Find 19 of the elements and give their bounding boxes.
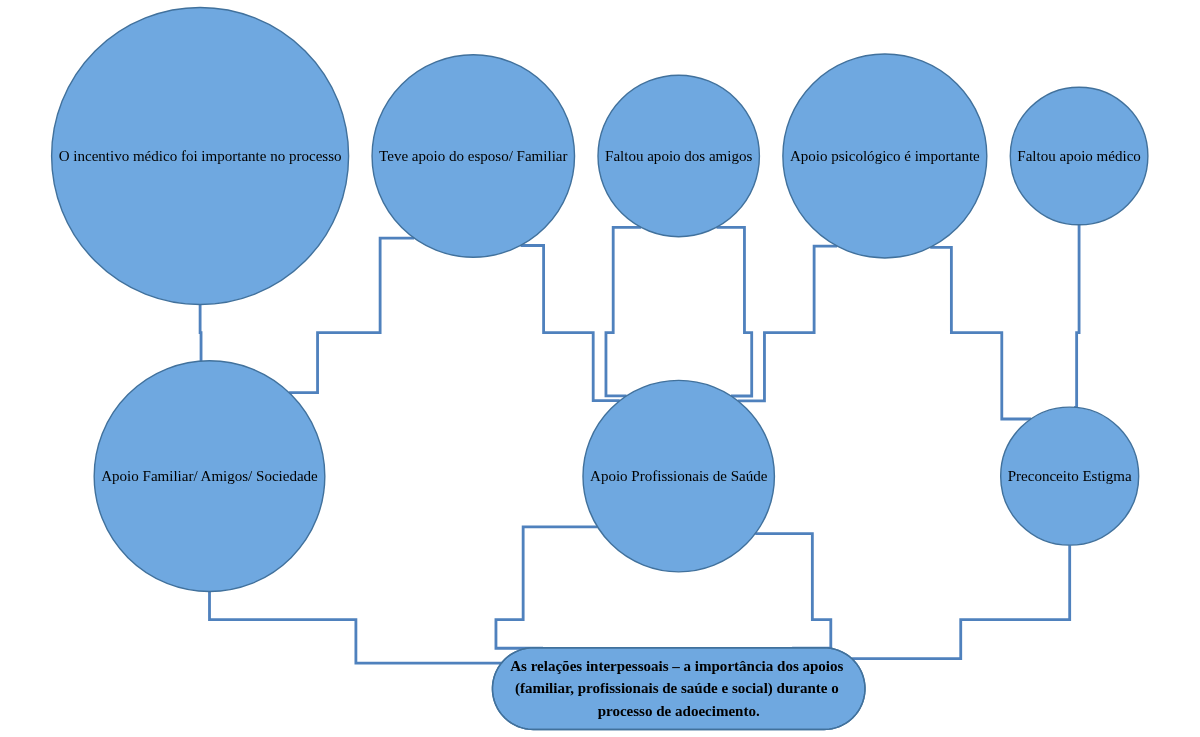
connector	[852, 543, 1072, 661]
node-circle: O incentivo médico foi importante no processo	[51, 6, 350, 306]
connector	[520, 244, 621, 403]
node-circle: Teve apoio do esposo/ Familiar	[371, 54, 576, 258]
connector	[1074, 223, 1081, 409]
node-circle: Apoio Familiar/ Amigos/ Sociedade	[93, 360, 326, 593]
connector	[716, 225, 754, 398]
node-circle: Apoio psicológico é importante	[782, 53, 988, 259]
node-circle: Faltou apoio médico	[1009, 86, 1149, 226]
connector	[289, 236, 415, 395]
node-circle: Apoio Profissionais de Saúde	[582, 379, 776, 573]
node-circle: Faltou apoio dos amigos	[597, 74, 761, 238]
connector	[494, 525, 598, 650]
connector	[738, 244, 838, 403]
connector	[604, 225, 642, 398]
connector	[208, 590, 503, 665]
connector	[198, 303, 204, 363]
connector	[930, 245, 1032, 421]
node-circle: Preconceito Estigma	[1000, 406, 1140, 546]
